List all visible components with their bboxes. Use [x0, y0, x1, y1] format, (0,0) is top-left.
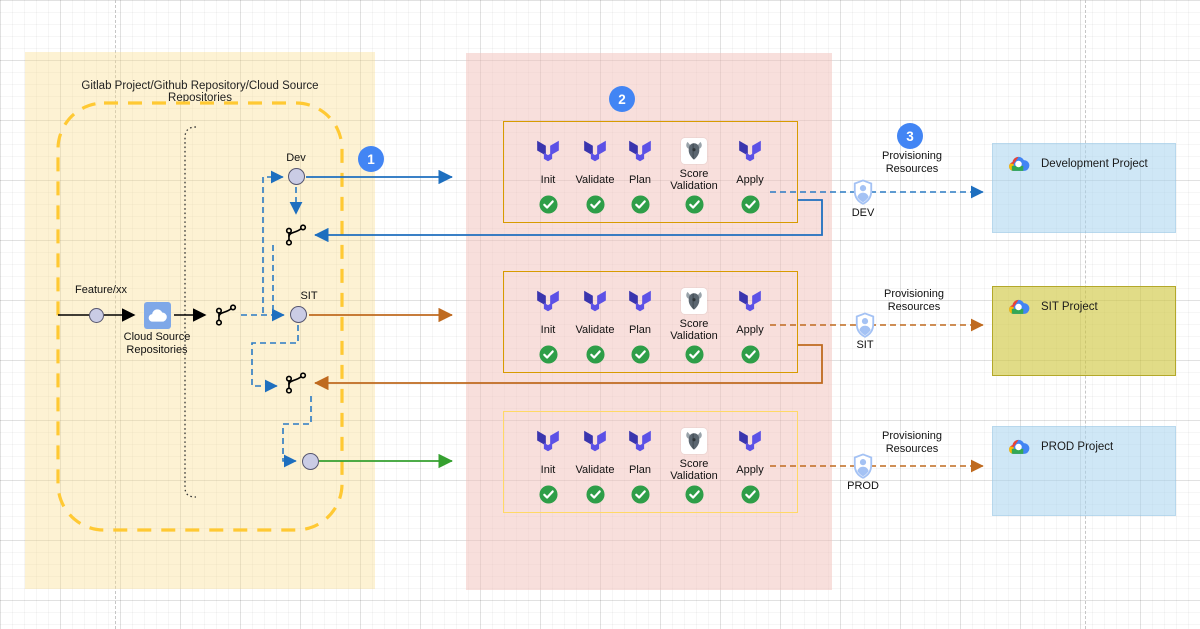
sit-identity-label: SIT [856, 339, 874, 351]
stage-label: Score Validation [670, 317, 718, 342]
stage-label: Plan [628, 173, 652, 186]
provisioning-label-dev: Provisioning Resources [882, 150, 942, 175]
terraform-icon [627, 428, 653, 454]
project-name: Development Project [1041, 158, 1148, 170]
git-merge-icon [283, 370, 309, 396]
stage-label: Init [540, 463, 556, 476]
provisioning-label-sit: Provisioning Resources [884, 288, 944, 313]
success-check-icon [539, 195, 558, 214]
stage-apply: Apply [720, 272, 780, 374]
success-check-icon [631, 345, 650, 364]
score-validation-icon [681, 428, 707, 454]
stage-label: Init [540, 173, 556, 186]
git-branch-icon [213, 302, 239, 328]
prod-identity-label: PROD [847, 480, 879, 492]
pipeline-prod: Init Validate Plan Score Validation Appl… [503, 411, 798, 513]
project-name: SIT Project [1041, 301, 1098, 313]
stage-validate: Validate [565, 412, 625, 514]
stage-plan: Plan [610, 122, 670, 224]
terraform-icon [582, 138, 608, 164]
prod-project-box: PROD Project [992, 426, 1176, 516]
project-header: Development Project [1007, 155, 1148, 173]
terraform-icon [535, 138, 561, 164]
stage-plan: Plan [610, 272, 670, 374]
project-header: PROD Project [1007, 438, 1113, 456]
success-check-icon [586, 195, 605, 214]
stage-apply: Apply [720, 122, 780, 224]
step-badge-3: 3 [897, 123, 923, 149]
repo-container [25, 52, 375, 589]
step-badge-1: 1 [358, 146, 384, 172]
feature-commit-node [89, 308, 104, 323]
success-check-icon [685, 195, 704, 214]
dev-identity-shield-icon [852, 178, 874, 206]
stage-label: Plan [628, 463, 652, 476]
stage-label: Score Validation [670, 457, 718, 482]
stage-label: Validate [575, 173, 615, 186]
google-cloud-icon [1007, 438, 1030, 456]
terraform-icon [737, 428, 763, 454]
git-merge-icon [283, 222, 309, 248]
stage-init: Init [518, 412, 578, 514]
success-check-icon [685, 345, 704, 364]
stage-score-validation: Score Validation [664, 272, 724, 374]
stage-label: Apply [736, 323, 764, 336]
development-project-box: Development Project [992, 143, 1176, 233]
prod-identity-shield-icon [852, 452, 874, 480]
terraform-icon [535, 428, 561, 454]
sit-identity-shield-icon [854, 311, 876, 339]
stage-label: Score Validation [670, 167, 718, 192]
terraform-icon [627, 138, 653, 164]
terraform-icon [582, 288, 608, 314]
dev-branch-node [288, 168, 305, 185]
stage-label: Validate [575, 463, 615, 476]
success-check-icon [631, 195, 650, 214]
success-check-icon [631, 485, 650, 504]
google-cloud-icon [1007, 155, 1030, 173]
terraform-icon [535, 288, 561, 314]
step-badge-2: 2 [609, 86, 635, 112]
success-check-icon [586, 485, 605, 504]
stage-label: Apply [736, 173, 764, 186]
stage-plan: Plan [610, 412, 670, 514]
success-check-icon [539, 485, 558, 504]
stage-apply: Apply [720, 412, 780, 514]
stage-label: Apply [736, 463, 764, 476]
sit-branch-node [290, 306, 307, 323]
success-check-icon [741, 485, 760, 504]
terraform-icon [627, 288, 653, 314]
success-check-icon [685, 485, 704, 504]
provisioning-label-prod: Provisioning Resources [882, 430, 942, 455]
dev-identity-label: DEV [851, 207, 875, 219]
success-check-icon [741, 195, 760, 214]
success-check-icon [539, 345, 558, 364]
dev-branch-label: Dev [286, 152, 306, 164]
cloud-source-repositories-icon [144, 302, 171, 329]
stage-score-validation: Score Validation [664, 122, 724, 224]
sit-branch-label: SIT [300, 290, 318, 302]
stage-score-validation: Score Validation [664, 412, 724, 514]
terraform-icon [582, 428, 608, 454]
terraform-icon [737, 138, 763, 164]
stage-label: Validate [575, 323, 615, 336]
cloud-source-repositories-label: Cloud Source Repositories [123, 331, 191, 356]
pipeline-dev: Init Validate Plan Score Validation Appl… [503, 121, 798, 223]
repo-container-title: Gitlab Project/Github Repository/Cloud S… [81, 80, 319, 104]
terraform-icon [737, 288, 763, 314]
project-header: SIT Project [1007, 298, 1098, 316]
success-check-icon [741, 345, 760, 364]
stage-label: Init [540, 323, 556, 336]
google-cloud-icon [1007, 298, 1030, 316]
pipeline-sit: Init Validate Plan Score Validation Appl… [503, 271, 798, 373]
feature-branch-label: Feature/xx [75, 284, 127, 296]
sit-project-box: SIT Project [992, 286, 1176, 376]
score-validation-icon [681, 138, 707, 164]
project-name: PROD Project [1041, 441, 1114, 453]
stage-label: Plan [628, 323, 652, 336]
success-check-icon [586, 345, 605, 364]
prod-branch-node [302, 453, 319, 470]
score-validation-icon [681, 288, 707, 314]
